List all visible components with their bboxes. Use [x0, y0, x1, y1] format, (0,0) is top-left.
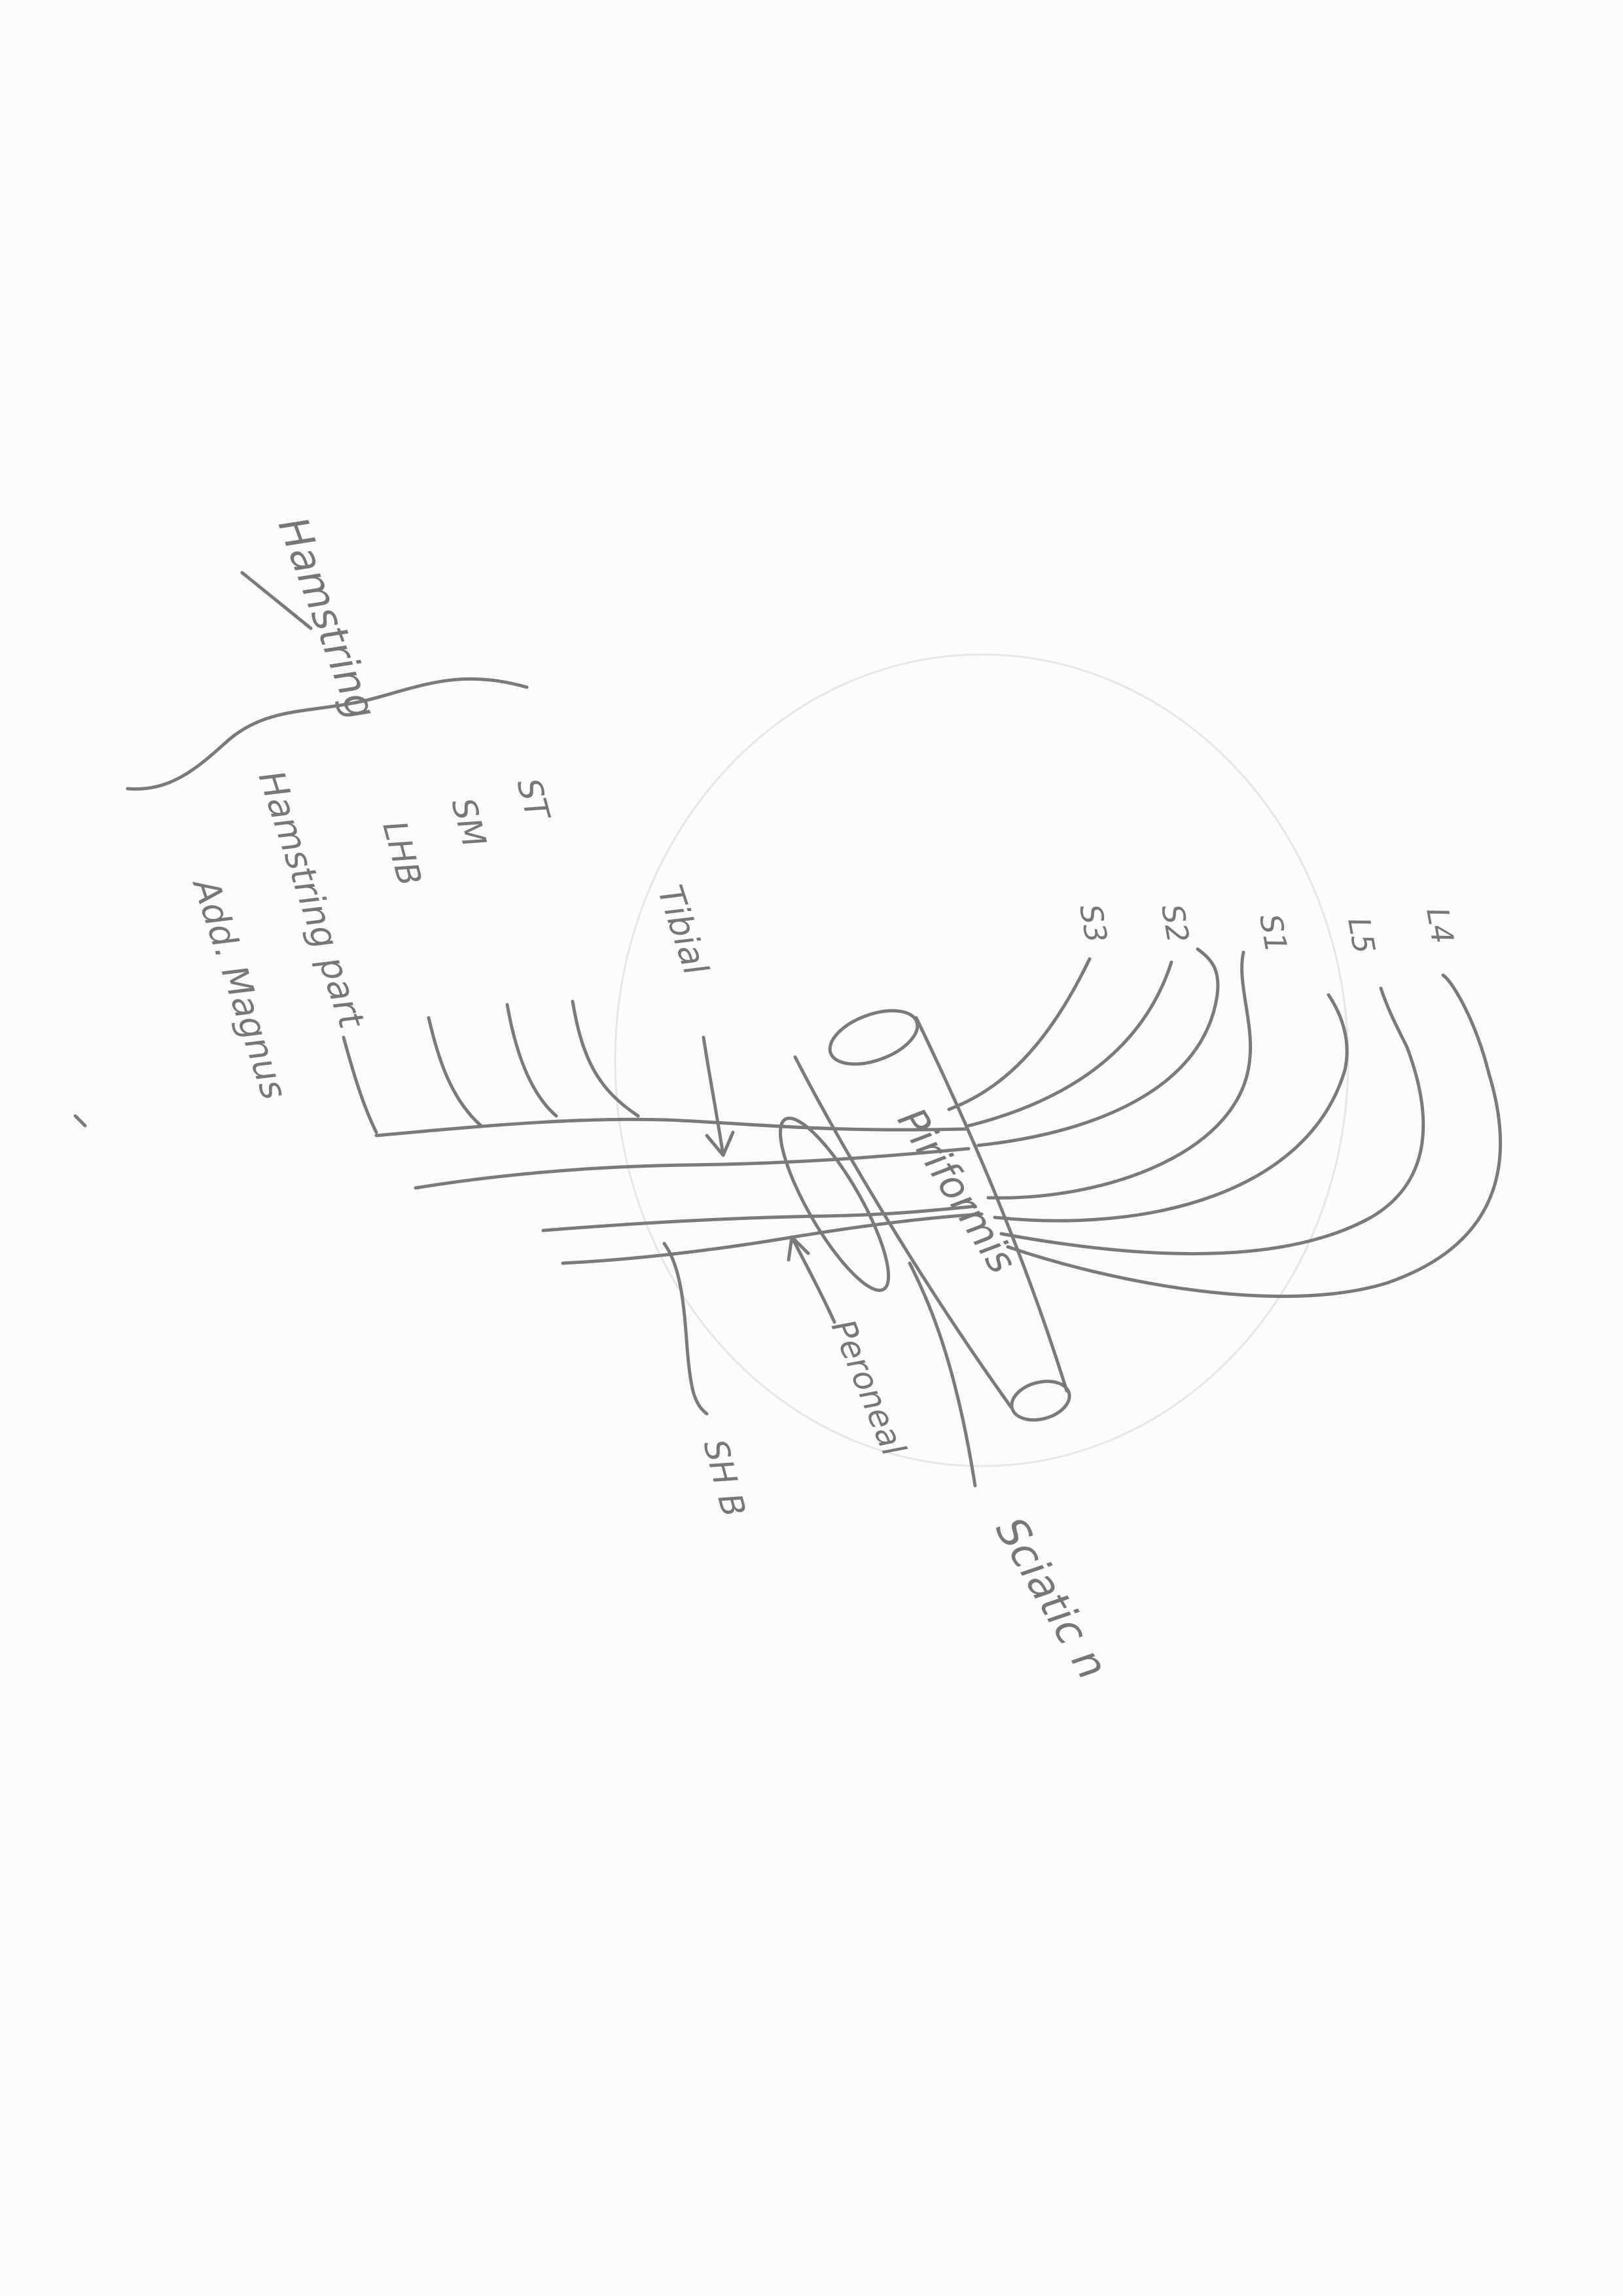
piriformis-left-edge: [793, 1055, 1013, 1409]
root-s3: [947, 957, 1092, 1111]
sciatic-tail: [908, 1261, 977, 1488]
label-s2: S2: [1154, 902, 1196, 946]
peroneal-trunk-lower: [561, 1212, 984, 1265]
peroneal-arrow-shaft: [790, 1235, 836, 1324]
sciatic-sheath: [778, 1117, 891, 1292]
tibial-trunk-lower: [414, 1147, 971, 1190]
branch-shb: [662, 1242, 709, 1416]
hamstring-border: [126, 677, 529, 791]
branch-add-magnus: [342, 1035, 378, 1134]
branch-lhb: [427, 1016, 483, 1128]
label-s1: S1: [1253, 912, 1294, 956]
root-l5: [993, 993, 1349, 1223]
peroneal-trunk-upper: [541, 1204, 977, 1232]
branch-st: [571, 999, 640, 1118]
piriformis-right-edge: [914, 1016, 1069, 1393]
root-s2: [967, 960, 1173, 1128]
hamstring-underline: [240, 571, 313, 630]
stray-mark: [73, 1114, 87, 1128]
label-s3: S3: [1073, 902, 1114, 946]
tibial-arrow-head: [705, 1130, 735, 1157]
label-l4: L4: [1419, 905, 1461, 946]
label-l5: L5: [1341, 915, 1382, 956]
root-s1-lower: [986, 950, 1253, 1200]
branch-sm: [505, 1003, 558, 1118]
peroneal-arrow-head: [787, 1235, 810, 1262]
tibial-trunk-upper: [374, 1117, 967, 1138]
tibial-arrow-shaft: [702, 1035, 725, 1157]
root-l5-lower: [999, 986, 1425, 1256]
root-l4: [1006, 973, 1503, 1299]
root-s1-upper: [976, 947, 1220, 1147]
